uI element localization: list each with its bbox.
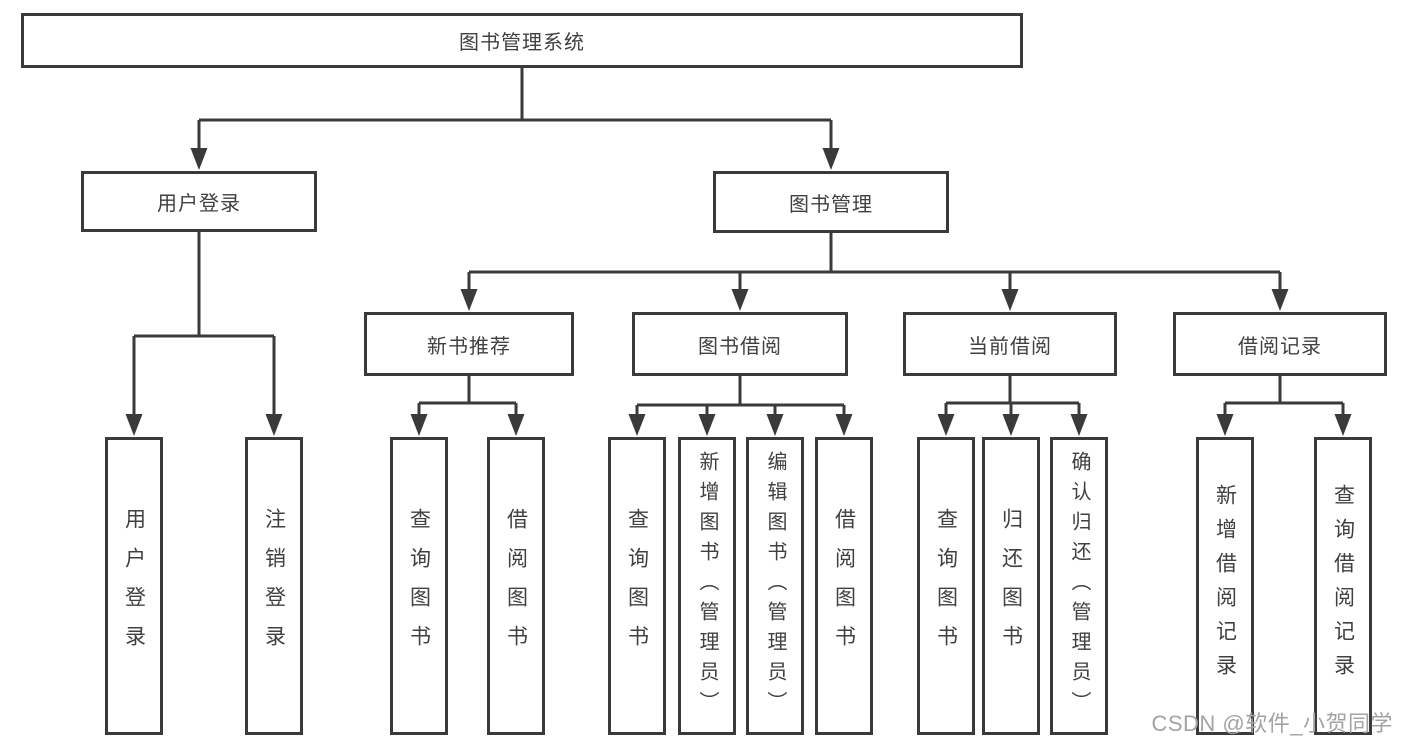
leaf-label: 注销登录 bbox=[262, 508, 286, 664]
leaf-label: 查询图书 bbox=[934, 508, 958, 664]
node-book-borrow: 图书借阅 bbox=[632, 312, 848, 376]
leaf-return-books: 归还图书 bbox=[982, 437, 1040, 735]
leaf-query-borrow-record: 查询借阅记录 bbox=[1314, 437, 1372, 735]
leaf-query-books-borrow: 查询图书 bbox=[608, 437, 666, 735]
leaf-label: 借阅图书 bbox=[832, 508, 856, 664]
csdn-watermark: CSDN @软件_小贺同学 bbox=[1151, 711, 1393, 736]
node-borrow-records: 借阅记录 bbox=[1173, 312, 1387, 376]
node-new-book-recommend: 新书推荐 bbox=[364, 312, 574, 376]
leaf-label: 查询图书 bbox=[407, 508, 431, 664]
leaf-add-books-admin: 新增图书（管理员） bbox=[678, 437, 736, 735]
node-library-management-system: 图书管理系统 bbox=[21, 13, 1023, 68]
leaf-query-books-current: 查询图书 bbox=[917, 437, 975, 735]
leaf-label: 用户登录 bbox=[122, 508, 146, 664]
leaf-label: 编辑图书（管理员） bbox=[764, 451, 786, 721]
leaf-label: 确认归还（管理员） bbox=[1068, 451, 1090, 721]
leaf-query-books-recommend: 查询图书 bbox=[390, 437, 448, 735]
leaf-logout: 注销登录 bbox=[245, 437, 303, 735]
node-user-login: 用户登录 bbox=[81, 171, 317, 232]
leaf-label: 新增借阅记录 bbox=[1213, 484, 1237, 688]
leaf-label: 查询借阅记录 bbox=[1331, 484, 1355, 688]
leaf-edit-books-admin: 编辑图书（管理员） bbox=[746, 437, 804, 735]
leaf-borrow-books-recommend: 借阅图书 bbox=[487, 437, 545, 735]
leaf-add-borrow-record: 新增借阅记录 bbox=[1196, 437, 1254, 735]
leaf-confirm-return-admin: 确认归还（管理员） bbox=[1050, 437, 1108, 735]
leaf-label: 查询图书 bbox=[625, 508, 649, 664]
leaf-user-login: 用户登录 bbox=[105, 437, 163, 735]
leaf-label: 归还图书 bbox=[999, 508, 1023, 664]
node-current-borrow: 当前借阅 bbox=[903, 312, 1117, 376]
leaf-borrow-books: 借阅图书 bbox=[815, 437, 873, 735]
node-book-management: 图书管理 bbox=[713, 171, 949, 233]
leaf-label: 借阅图书 bbox=[504, 508, 528, 664]
leaf-label: 新增图书（管理员） bbox=[696, 451, 718, 721]
